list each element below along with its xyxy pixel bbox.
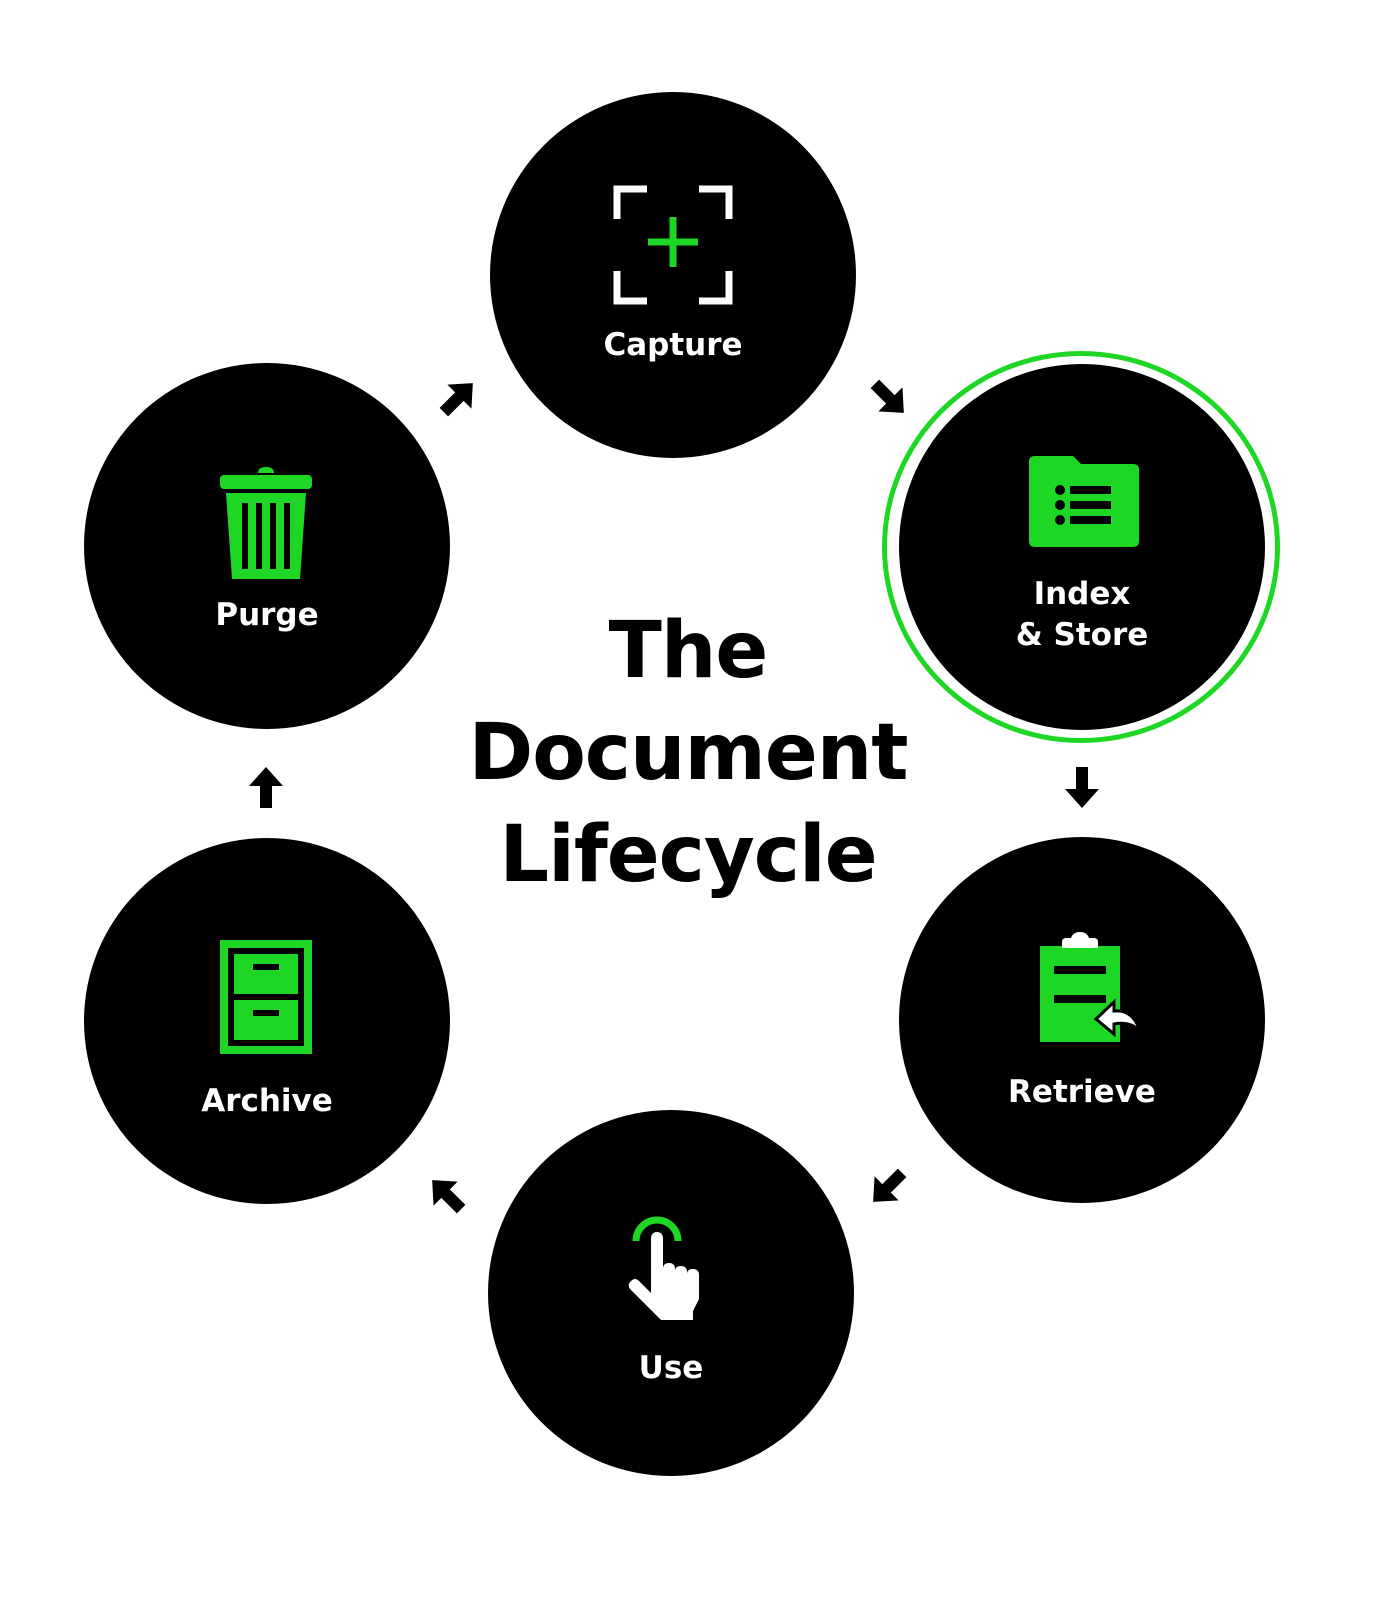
- title-line-2: Document: [468, 708, 908, 798]
- capture-frame-icon: [613, 185, 733, 305]
- stage-index-store: Index & Store: [899, 364, 1265, 730]
- filing-cabinet-icon: [220, 940, 312, 1054]
- stage-capture: Capture: [490, 92, 856, 458]
- title-line-1: The: [608, 606, 769, 696]
- arrow-use-to-archive: [432, 1180, 466, 1214]
- stage-label: Capture: [603, 327, 743, 363]
- arrow-index-to-retrieve: [1065, 767, 1099, 808]
- stage-label: Archive: [201, 1083, 333, 1119]
- stage-use: Use: [488, 1110, 854, 1476]
- diagram-title: The Document Lifecycle: [388, 600, 988, 906]
- stage-retrieve: Retrieve: [899, 837, 1265, 1203]
- trash-can-icon: [220, 467, 312, 579]
- stage-label: Purge: [215, 597, 319, 633]
- stage-purge: Purge: [84, 363, 450, 729]
- stage-archive: Archive: [84, 838, 450, 1204]
- stage-label-line1: Index: [1033, 576, 1131, 612]
- arrow-retrieve-to-use: [873, 1168, 907, 1202]
- stage-label: Use: [638, 1350, 704, 1386]
- highlight-ring: [882, 351, 1280, 743]
- stage-label: Retrieve: [1008, 1074, 1156, 1110]
- stage-label-line2: & Store: [1015, 617, 1149, 653]
- folder-list-icon: [1029, 456, 1139, 547]
- arrow-capture-to-index: [870, 379, 904, 413]
- hand-tap-icon: [628, 1216, 699, 1320]
- arrow-archive-to-purge: [249, 767, 283, 808]
- clipboard-return-icon: [1040, 932, 1142, 1042]
- title-line-3: Lifecycle: [499, 810, 877, 900]
- arrow-purge-to-capture: [439, 383, 473, 417]
